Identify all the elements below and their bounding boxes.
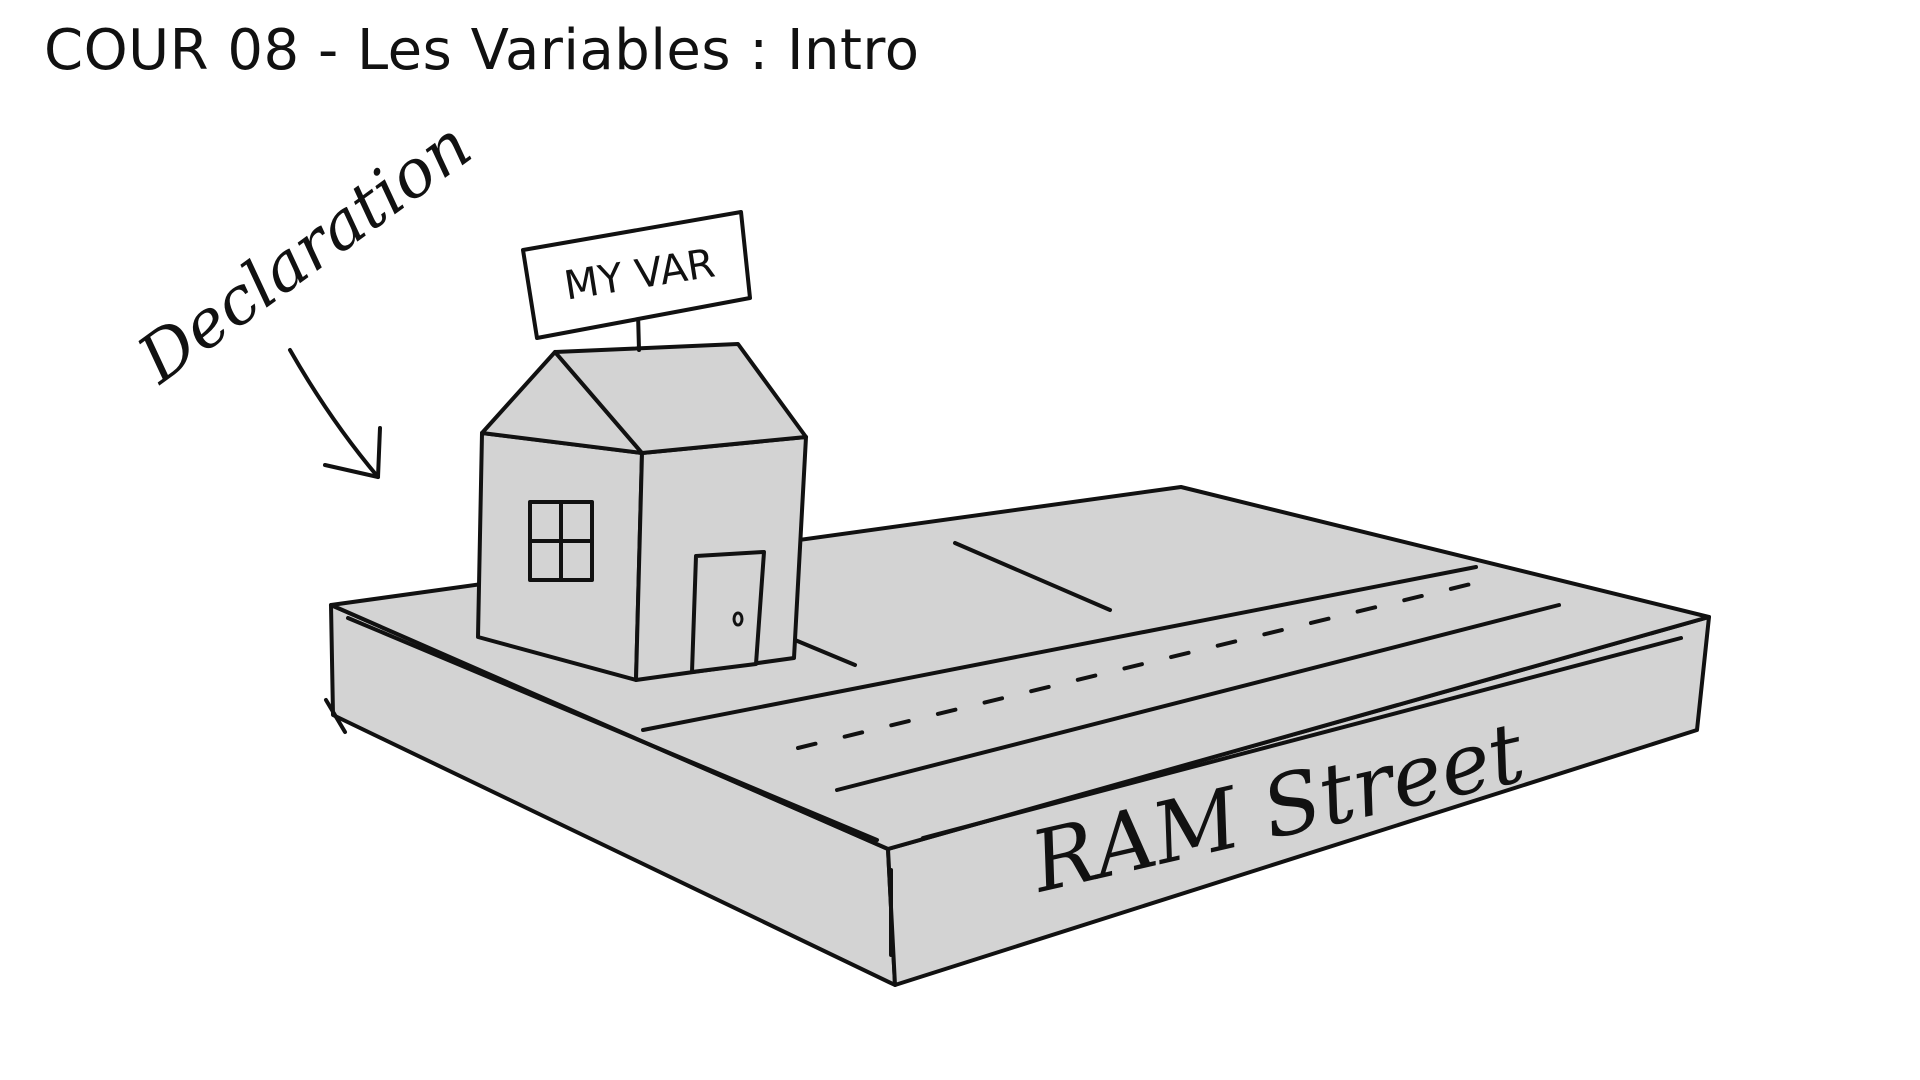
road-edge-near [835,603,1561,792]
declaration-arrow [288,348,380,479]
declaration-arrow-head [323,426,382,479]
house-sign [521,210,752,340]
house-roof [553,342,808,455]
slide-title: COUR 08 - Les Variables : Intro [44,18,920,83]
path-line [793,638,857,667]
declaration-annotation: Declaration [123,106,485,479]
house-window [528,500,594,582]
sidewalk-line-right [921,636,1683,840]
declaration-label: Declaration [123,106,485,398]
driveway-line [953,541,1112,612]
road-center-dashes [796,581,1477,750]
ram-block [324,485,1711,987]
house-door [690,550,766,674]
sidewalk-line-left [346,616,879,842]
house: MY VAR [476,210,808,682]
corner-tick [324,698,347,734]
road-edge-far [641,565,1478,732]
